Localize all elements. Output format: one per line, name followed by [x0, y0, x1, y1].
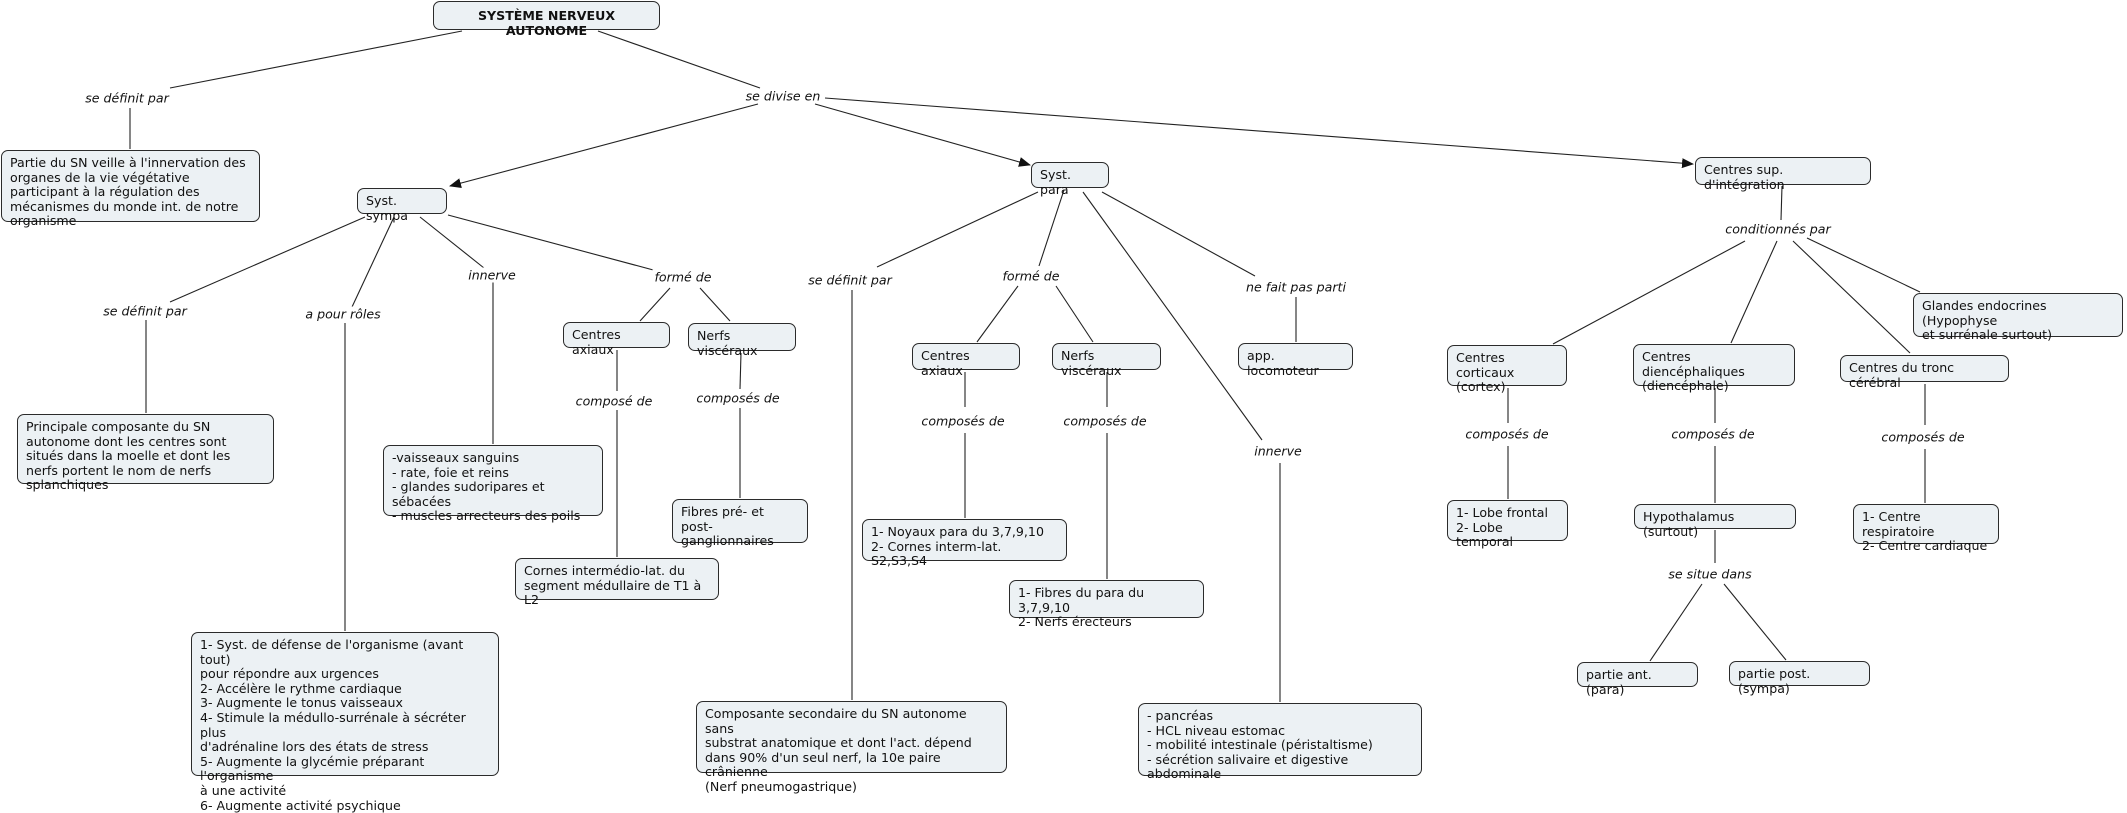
- sympa-centres-axiaux-node[interactable]: Centres axiaux: [563, 322, 670, 356]
- para-definition-node[interactable]: Composante secondaire du SN autonome san…: [696, 701, 1007, 794]
- sympa-nerfs-visceraux-node[interactable]: Nerfs viscéraux: [688, 323, 796, 357]
- hypothalamus-node[interactable]: Hypothalamus (surtout): [1634, 504, 1796, 538]
- partie-posterieure-node[interactable]: partie post. (sympa): [1729, 661, 1870, 695]
- glandes-endocrines-node[interactable]: Glandes endocrines (Hypophyse et surréna…: [1913, 293, 2123, 342]
- centres-respiratoire-cardiaque-node[interactable]: 1- Centre respiratoire 2- Centre cardiaq…: [1853, 504, 1999, 553]
- link-cortex-composes-de: composés de: [1463, 426, 1551, 442]
- para-innerve-node[interactable]: - pancréas - HCL niveau estomac - mobili…: [1138, 703, 1422, 781]
- sympa-fibres-node[interactable]: Fibres pré- et post-ganglionnaires: [672, 499, 808, 548]
- sympa-definition-node[interactable]: Principale composante du SN autonome don…: [17, 414, 274, 492]
- para-locomoteur-node[interactable]: app. locomoteur: [1238, 343, 1353, 377]
- link-sympa-forme-de: formé de: [652, 269, 714, 285]
- link-para-composes-de-1: composés de: [919, 413, 1007, 429]
- link-a-pour-roles: a pour rôles: [303, 306, 383, 322]
- concept-map-connectors: [129, 30, 1926, 702]
- centres-corticaux-node[interactable]: Centres corticaux (cortex): [1447, 345, 1567, 394]
- link-sympa-se-definit-par: se définit par: [101, 303, 189, 319]
- lobes-node[interactable]: 1- Lobe frontal 2- Lobe temporal: [1447, 500, 1568, 549]
- link-sympa-innerve: innerve: [466, 267, 518, 283]
- centres-diencephaliques-node[interactable]: Centres diencéphaliques (diencéphale): [1633, 344, 1795, 393]
- para-fibres-node[interactable]: 1- Fibres du para du 3,7,9,10 2- Nerfs é…: [1009, 580, 1204, 629]
- link-conditionnes-par: conditionnés par: [1723, 221, 1833, 237]
- para-noyaux-node[interactable]: 1- Noyaux para du 3,7,9,10 2- Cornes int…: [862, 519, 1067, 568]
- sympa-node[interactable]: Syst. sympa: [357, 188, 447, 222]
- partie-anterieure-node[interactable]: partie ant. (para): [1577, 662, 1698, 696]
- link-se-definit-par: se définit par: [83, 90, 171, 106]
- link-tronc-composes-de: composés de: [1879, 429, 1967, 445]
- root-node[interactable]: SYSTÈME NERVEUX AUTONOME: [433, 1, 660, 37]
- sympa-innerve-node[interactable]: -vaisseaux sanguins - rate, foie et rein…: [383, 445, 603, 523]
- link-para-innerve: innerve: [1252, 443, 1304, 459]
- link-para-ne-fait-pas-parti: ne fait pas parti: [1244, 279, 1348, 295]
- para-node[interactable]: Syst. para: [1031, 162, 1109, 196]
- centres-sup-node[interactable]: Centres sup. d'intégration: [1695, 157, 1871, 191]
- link-sympa-composes-de: composés de: [694, 390, 782, 406]
- definition-node[interactable]: Partie du SN veille à l'innervation des …: [1, 150, 260, 228]
- link-dien-composes-de: composés de: [1669, 426, 1757, 442]
- link-para-forme-de: formé de: [1000, 268, 1062, 284]
- link-para-composes-de-2: composés de: [1061, 413, 1149, 429]
- sympa-roles-node[interactable]: 1- Syst. de défense de l'organisme (avan…: [191, 632, 499, 812]
- link-sympa-compose-de: composé de: [573, 393, 655, 409]
- para-centres-axiaux-node[interactable]: Centres axiaux: [912, 343, 1020, 377]
- link-para-se-definit-par: se définit par: [806, 272, 894, 288]
- centres-tronc-cerebral-node[interactable]: Centres du tronc cérébral: [1840, 355, 2009, 389]
- sympa-cornes-node[interactable]: Cornes intermédio-lat. du segment médull…: [515, 558, 719, 607]
- link-se-situe-dans: se situe dans: [1666, 566, 1754, 582]
- para-nerfs-visceraux-node[interactable]: Nerfs viscéraux: [1052, 343, 1161, 377]
- link-se-divise-en: se divise en: [743, 88, 823, 104]
